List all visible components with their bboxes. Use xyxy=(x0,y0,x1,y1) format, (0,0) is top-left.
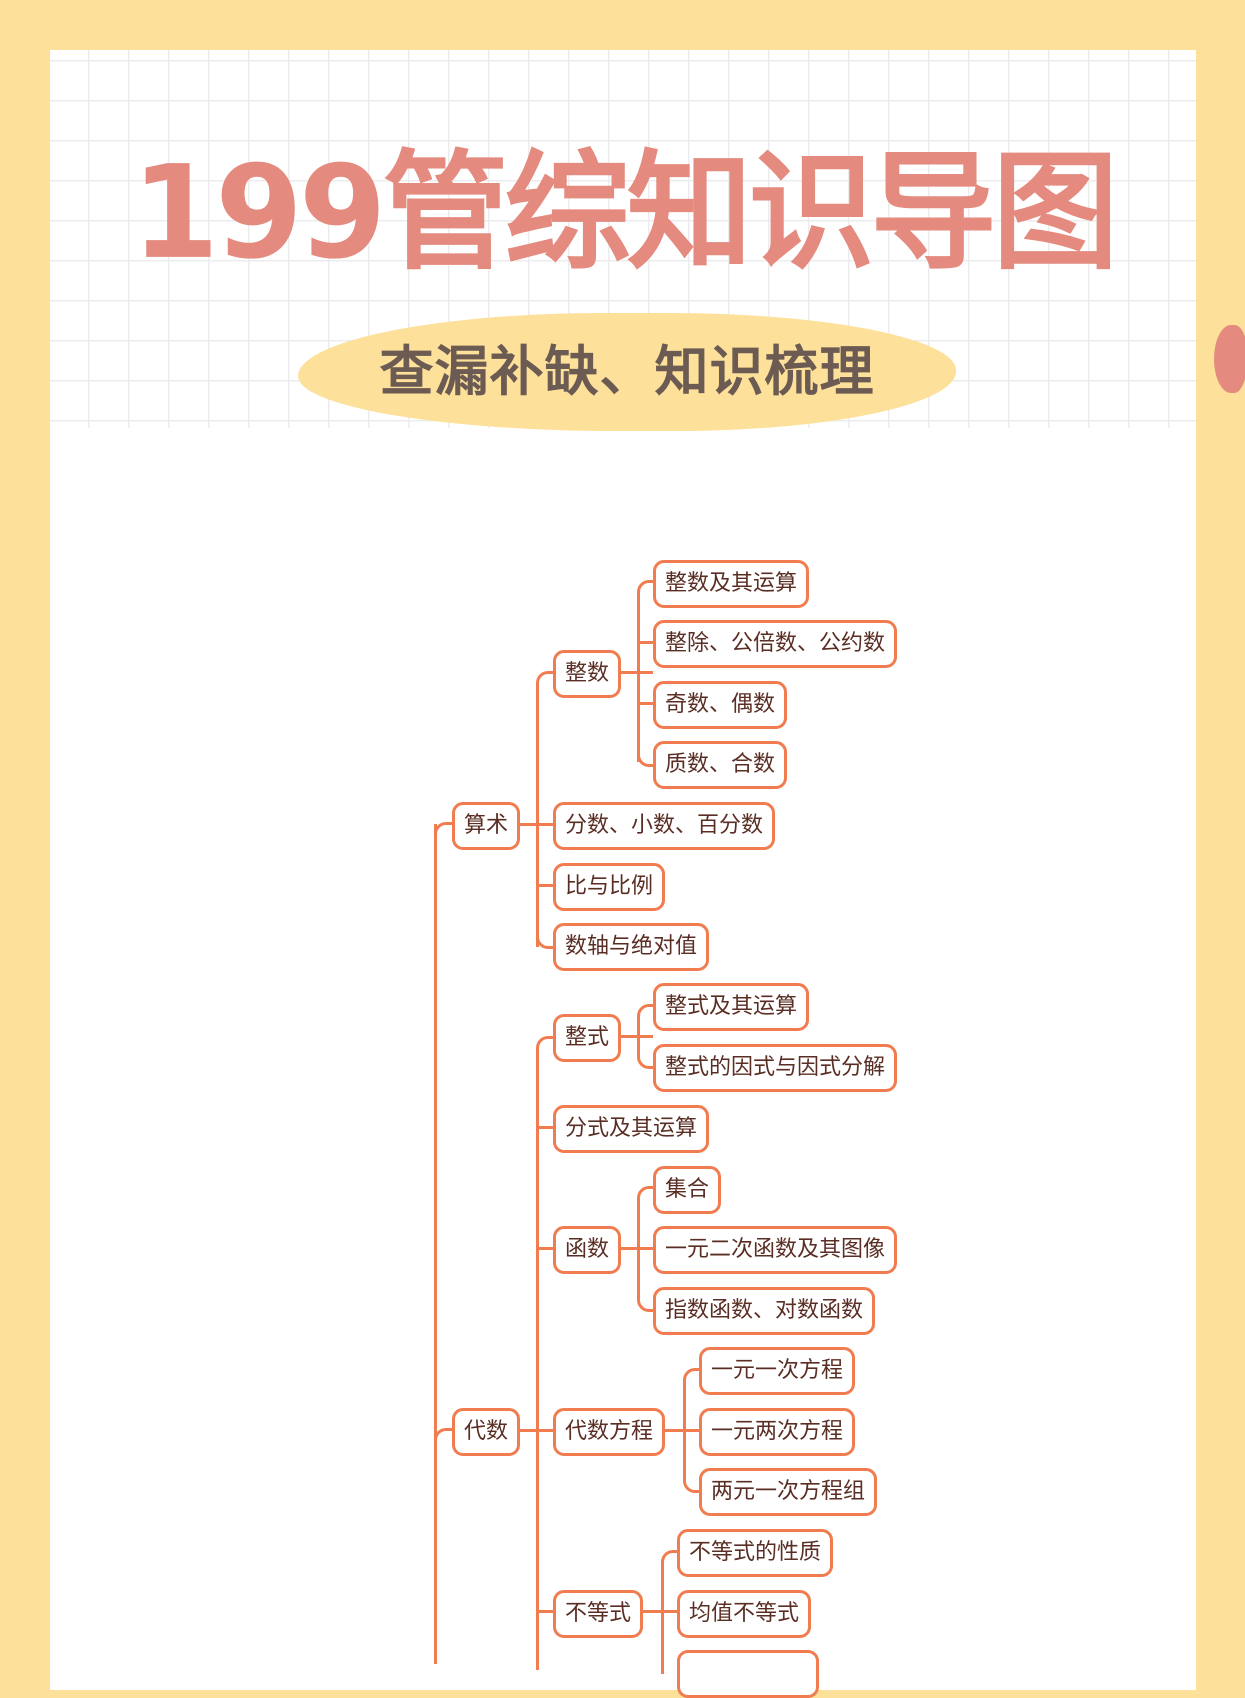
connector xyxy=(536,671,556,688)
connector xyxy=(637,580,656,597)
connector xyxy=(683,1368,702,1385)
node-divisibility[interactable]: 整除、公倍数、公约数 xyxy=(653,620,898,668)
connector xyxy=(619,671,653,674)
node-ratio[interactable]: 比与比例 xyxy=(553,863,666,911)
connector xyxy=(643,1610,677,1613)
connector xyxy=(536,884,553,887)
node-polynomials[interactable]: 整式 xyxy=(553,1014,622,1062)
node-algebraic-equations[interactable]: 代数方程 xyxy=(553,1408,666,1456)
node-exp-log-functions[interactable]: 指数函数、对数函数 xyxy=(653,1287,876,1335)
node-linear-equation[interactable]: 一元一次方程 xyxy=(699,1347,856,1395)
connector xyxy=(683,1382,686,1478)
node-polynomial-operations[interactable]: 整式及其运算 xyxy=(653,983,810,1031)
page-subtitle: 查漏补缺、知识梳理 xyxy=(379,340,875,403)
connector xyxy=(536,1610,553,1613)
node-linear-system[interactable]: 两元一次方程组 xyxy=(699,1468,878,1516)
connector xyxy=(536,1050,539,1670)
connector xyxy=(637,641,653,644)
node-quadratic-equation[interactable]: 一元两次方程 xyxy=(699,1408,856,1456)
node-number-line[interactable]: 数轴与绝对值 xyxy=(553,923,710,971)
mind-map: 算术 整数 整数及其运算 整除、公倍数、公约数 奇数、偶数 质数、合数 分数、小… xyxy=(434,560,898,1698)
node-prime-composite[interactable]: 质数、合数 xyxy=(653,741,788,789)
connector xyxy=(661,1550,680,1567)
node-arithmetic[interactable]: 算术 xyxy=(452,802,521,850)
connector xyxy=(536,932,556,949)
subtitle-highlight xyxy=(298,313,956,431)
connector xyxy=(683,1476,702,1493)
node-factorization[interactable]: 整式的因式与因式分解 xyxy=(653,1044,898,1092)
connector xyxy=(661,1564,664,1674)
connector xyxy=(637,1052,656,1069)
connector xyxy=(619,1035,653,1038)
node-odd-even[interactable]: 奇数、偶数 xyxy=(653,681,788,729)
node-quadratic-function[interactable]: 一元二次函数及其图像 xyxy=(653,1226,898,1274)
node-fractions-decimals[interactable]: 分数、小数、百分数 xyxy=(553,802,776,850)
connector xyxy=(536,1036,556,1053)
connector xyxy=(434,1428,453,1445)
connector xyxy=(536,1247,553,1250)
connector xyxy=(536,685,539,947)
connector xyxy=(665,1429,699,1432)
node-integers[interactable]: 整数 xyxy=(553,650,622,698)
connector xyxy=(637,1018,640,1052)
node-inequality-cutoff[interactable] xyxy=(677,1650,819,1698)
connector xyxy=(637,1200,640,1296)
node-algebra[interactable]: 代数 xyxy=(452,1408,521,1456)
connector xyxy=(619,1247,653,1250)
page-title: 199管综知识导图 xyxy=(131,137,1118,288)
node-mean-inequality[interactable]: 均值不等式 xyxy=(677,1590,812,1638)
connector xyxy=(434,824,437,1664)
connector xyxy=(637,702,653,705)
connector xyxy=(637,750,656,767)
node-rational-expressions[interactable]: 分式及其运算 xyxy=(553,1105,710,1153)
node-sets[interactable]: 集合 xyxy=(653,1166,722,1214)
connector xyxy=(536,1126,553,1129)
node-inequality-properties[interactable]: 不等式的性质 xyxy=(677,1529,834,1577)
node-inequalities[interactable]: 不等式 xyxy=(553,1590,644,1638)
connector xyxy=(637,1004,656,1021)
connector xyxy=(637,1295,656,1312)
node-integer-operations[interactable]: 整数及其运算 xyxy=(653,560,810,608)
connector xyxy=(637,594,640,762)
connector xyxy=(434,822,453,839)
connector xyxy=(637,1186,656,1203)
decorative-blob xyxy=(1214,325,1245,393)
node-functions[interactable]: 函数 xyxy=(553,1226,622,1274)
